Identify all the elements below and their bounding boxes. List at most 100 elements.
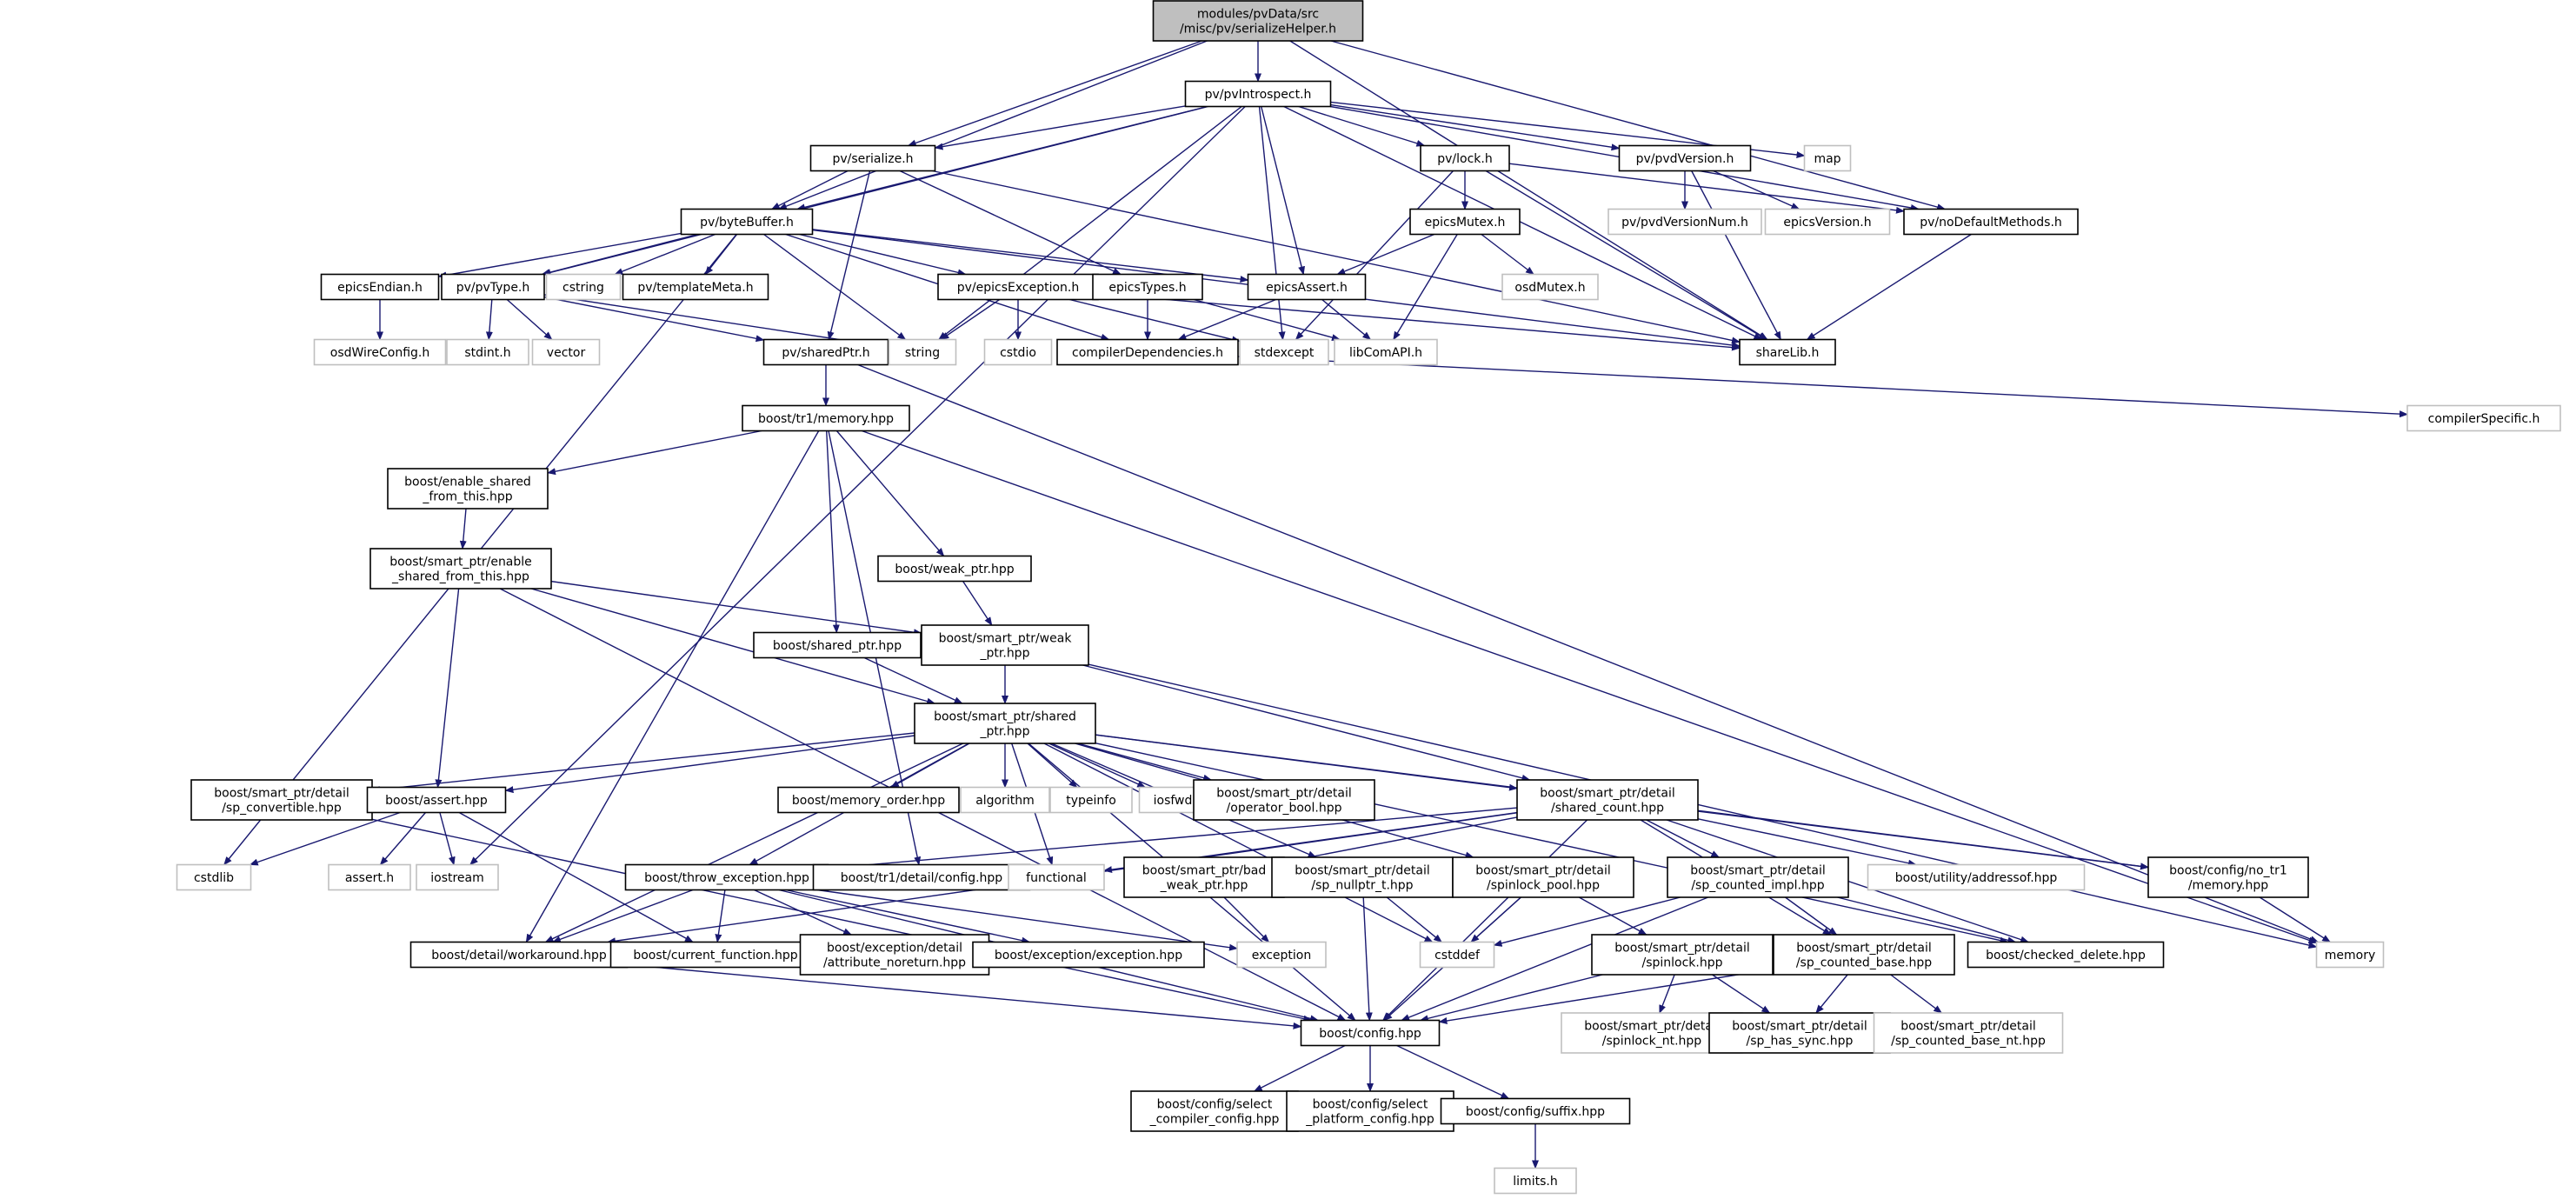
node-label: _weak_ptr.hpp — [1160, 878, 1248, 892]
node-limits: limits.h — [1494, 1167, 1577, 1195]
edge-root-to-byteBuffer — [777, 40, 1208, 210]
node-box — [1152, 0, 1364, 42]
edge-spWeakPtr-to-sharedCount — [1082, 664, 1531, 782]
node-selectCompiler[interactable]: boost/config/select_compiler_config.hpp — [1130, 1090, 1299, 1132]
edge-assertHpp-to-cstdlib — [249, 811, 401, 866]
node-label: /operator_bool.hpp — [1227, 801, 1342, 815]
node-label: cstring — [562, 281, 604, 295]
node-box — [622, 273, 769, 301]
node-spNullptr[interactable]: boost/smart_ptr/detail/sp_nullptr_t.hpp — [1271, 856, 1454, 898]
node-weakPtrHpp[interactable]: boost/weak_ptr.hpp — [877, 555, 1032, 583]
node-label: boost/smart_ptr/detail — [1475, 863, 1610, 877]
node-pvdVersion[interactable]: pv/pvdVersion.h — [1618, 144, 1752, 172]
edge-spSharedPtr-to-iosfwd — [1048, 743, 1147, 789]
node-serialize[interactable]: pv/serialize.h — [809, 144, 936, 172]
edge-throwException-to-currentFunction — [715, 889, 726, 943]
node-spHasSync[interactable]: boost/smart_ptr/detail/sp_has_sync.hpp — [1708, 1012, 1891, 1054]
node-sharedPtrHpp[interactable]: boost/shared_ptr.hpp — [753, 631, 922, 659]
node-tr1memory[interactable]: boost/tr1/memory.hpp — [742, 404, 910, 432]
node-spinlock[interactable]: boost/smart_ptr/detail/spinlock.hpp — [1591, 934, 1774, 976]
node-box — [176, 863, 252, 891]
node-shareLib[interactable]: shareLib.h — [1739, 338, 1836, 366]
node-compilerDependencies[interactable]: compilerDependencies.h — [1056, 338, 1239, 366]
node-spSharedPtr[interactable]: boost/smart_ptr/shared_ptr.hpp — [914, 703, 1096, 744]
node-tr1config[interactable]: boost/tr1/detail/config.hpp — [812, 863, 1031, 891]
node-epicsTypes[interactable]: epicsTypes.h — [1092, 273, 1203, 301]
node-memoryOrder[interactable]: boost/memory_order.hpp — [777, 786, 960, 814]
node-sharedPtr[interactable]: pv/sharedPtr.h — [762, 338, 889, 366]
node-sharedCount[interactable]: boost/smart_ptr/detail/shared_count.hpp — [1516, 779, 1699, 821]
node-currentFunction[interactable]: boost/current_function.hpp — [609, 941, 822, 969]
node-box — [624, 863, 829, 891]
node-enableShared[interactable]: boost/enable_shared_from_this.hpp — [387, 468, 549, 510]
node-spinlockPool[interactable]: boost/smart_ptr/detail/spinlock_pool.hpp — [1452, 856, 1634, 898]
node-pvType[interactable]: pv/pvType.h — [441, 273, 545, 301]
node-label: boost/exception/detail — [827, 941, 962, 955]
node-box — [1008, 863, 1105, 891]
node-workaround[interactable]: boost/detail/workaround.hpp — [409, 941, 629, 969]
node-assertHpp[interactable]: boost/assert.hpp — [366, 786, 507, 814]
node-label: boost/tr1/detail/config.hpp — [841, 871, 1003, 885]
node-badWeakPtr[interactable]: boost/smart_ptr/bad_weak_ptr.hpp — [1123, 856, 1285, 898]
node-templateMeta[interactable]: pv/templateMeta.h — [622, 273, 769, 301]
node-root[interactable]: modules/pvData/src/misc/pv/serializeHelp… — [1152, 0, 1364, 42]
node-pvIntrospect[interactable]: pv/pvIntrospect.h — [1184, 80, 1332, 108]
edge-sharedCount-to-addressof — [1697, 818, 1917, 867]
node-box — [369, 548, 552, 590]
node-attrNoreturn[interactable]: boost/exception/detail/attribute_noretur… — [799, 934, 990, 976]
node-operatorBool[interactable]: boost/smart_ptr/detail/operator_bool.hpp — [1193, 779, 1375, 821]
node-label: pv/sharedPtr.h — [782, 346, 869, 360]
edge-throwException-to-attrNoreturn — [754, 889, 853, 936]
node-suffix[interactable]: boost/config/suffix.hpp — [1440, 1097, 1631, 1125]
node-epicsException[interactable]: pv/epicsException.h — [937, 273, 1099, 301]
node-box — [446, 338, 529, 366]
edge-tr1memory-to-workaround — [525, 430, 820, 943]
edge-spEnableShared-to-assertHpp — [435, 588, 460, 789]
node-epicsAssert[interactable]: epicsAssert.h — [1247, 273, 1367, 301]
node-label: epicsEndian.h — [337, 281, 423, 295]
node-label: boost/smart_ptr/detail — [1584, 1019, 1719, 1033]
node-label: pv/serialize.h — [832, 152, 913, 166]
node-box — [1193, 779, 1375, 821]
node-byteBuffer[interactable]: pv/byteBuffer.h — [680, 208, 814, 236]
node-lock[interactable]: pv/lock.h — [1420, 144, 1510, 172]
node-box — [983, 338, 1053, 366]
node-exceptionHpp[interactable]: boost/exception/exception.hpp — [972, 941, 1205, 969]
node-box — [2406, 404, 2561, 432]
node-label: boost/smart_ptr/detail — [1690, 863, 1825, 877]
node-noDefaultMethods[interactable]: pv/noDefaultMethods.h — [1903, 208, 2079, 236]
edge-spEnableShared-to-spSharedPtr — [530, 588, 936, 705]
edge-spinlock-to-spHasSync — [1712, 974, 1771, 1014]
node-spEnableShared[interactable]: boost/smart_ptr/enable_shared_from_this.… — [369, 548, 552, 590]
node-epicsMutex[interactable]: epicsMutex.h — [1409, 208, 1521, 236]
node-selectPlatform[interactable]: boost/config/select_platform_config.hpp — [1286, 1090, 1454, 1132]
node-box — [545, 273, 622, 301]
node-spCountedImpl[interactable]: boost/smart_ptr/detail/sp_counted_impl.h… — [1667, 856, 1849, 898]
node-osdWireConfig: osdWireConfig.h — [313, 338, 447, 366]
node-label: /spinlock_nt.hpp — [1602, 1034, 1701, 1048]
node-box — [1300, 1019, 1441, 1047]
node-box — [960, 786, 1050, 814]
node-box — [328, 863, 411, 891]
node-box — [777, 786, 960, 814]
node-box — [2315, 941, 2385, 969]
node-spConvertible[interactable]: boost/smart_ptr/detail/sp_convertible.hp… — [190, 779, 373, 821]
node-box — [1247, 273, 1367, 301]
edge-epicsException-to-stdexcept — [1069, 298, 1241, 343]
node-addressof: boost/utility/addressof.hpp — [1867, 863, 2086, 891]
node-configHpp[interactable]: boost/config.hpp — [1300, 1019, 1441, 1047]
node-throwException[interactable]: boost/throw_exception.hpp — [624, 863, 829, 891]
node-label: pv/templateMeta.h — [637, 281, 753, 295]
node-checkedDelete[interactable]: boost/checked_delete.hpp — [1967, 941, 2165, 969]
edge-pvIntrospect-to-stdexcept — [1258, 106, 1286, 341]
node-noTr1Memory[interactable]: boost/config/no_tr1/memory.hpp — [2147, 856, 2309, 898]
node-compilerSpecific: compilerSpecific.h — [2406, 404, 2561, 432]
node-label: boost/config.hpp — [1319, 1027, 1421, 1041]
edge-epicsAssert-to-compilerDependencies — [1177, 298, 1276, 341]
edge-byteBuffer-to-epicsEndian — [437, 232, 682, 279]
node-spWeakPtr[interactable]: boost/smart_ptr/weak_ptr.hpp — [921, 624, 1089, 666]
node-spCountedBase[interactable]: boost/smart_ptr/detail/sp_counted_base.h… — [1773, 934, 1955, 976]
edge-sharedCount-to-throwException — [827, 807, 1518, 871]
node-epicsEndian[interactable]: epicsEndian.h — [320, 273, 440, 301]
